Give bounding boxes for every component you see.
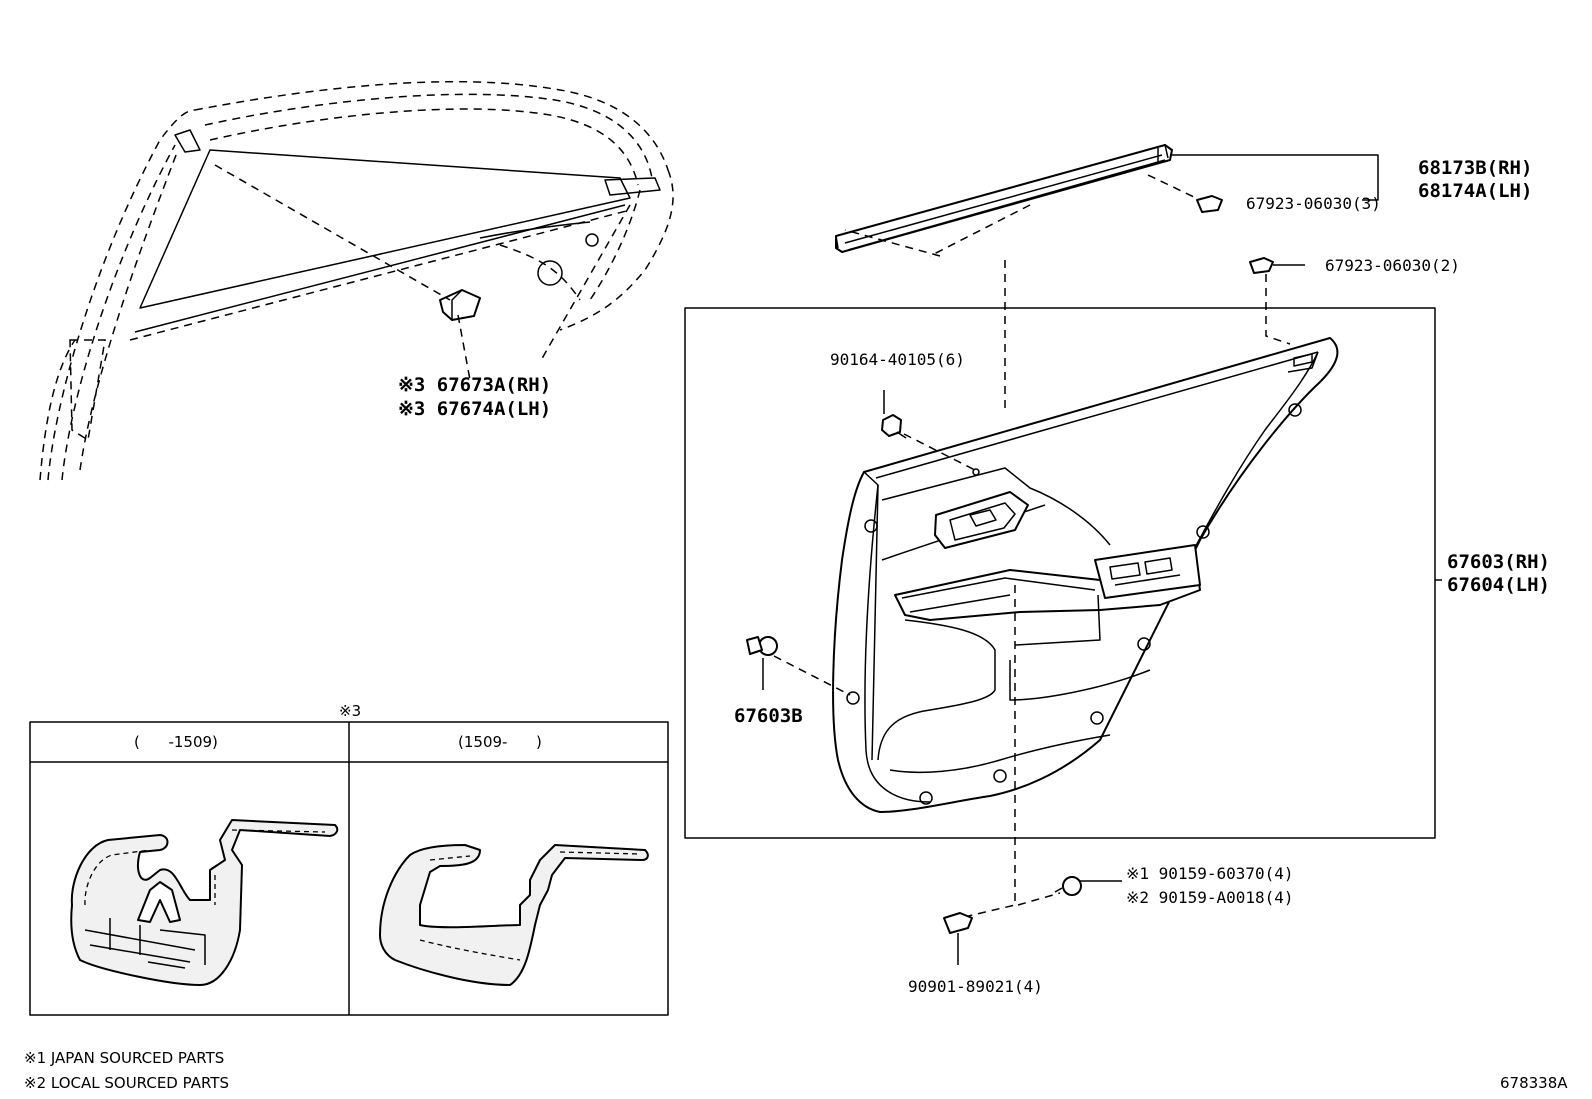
door-frame-illustration <box>39 80 674 481</box>
door-trim-board <box>773 337 1339 919</box>
seal-variant-late <box>379 844 649 986</box>
clip-icon <box>1249 257 1291 345</box>
clip-icon <box>943 912 973 965</box>
screw-icon <box>881 390 907 439</box>
belt-weatherstrip <box>835 144 1379 410</box>
clip-icon <box>1196 195 1223 213</box>
seal-variant-early <box>70 819 339 986</box>
screw-icon <box>1054 876 1122 896</box>
variant-inset <box>29 721 669 1016</box>
trim-board-frame <box>684 307 1436 839</box>
clip-icon <box>746 636 778 690</box>
